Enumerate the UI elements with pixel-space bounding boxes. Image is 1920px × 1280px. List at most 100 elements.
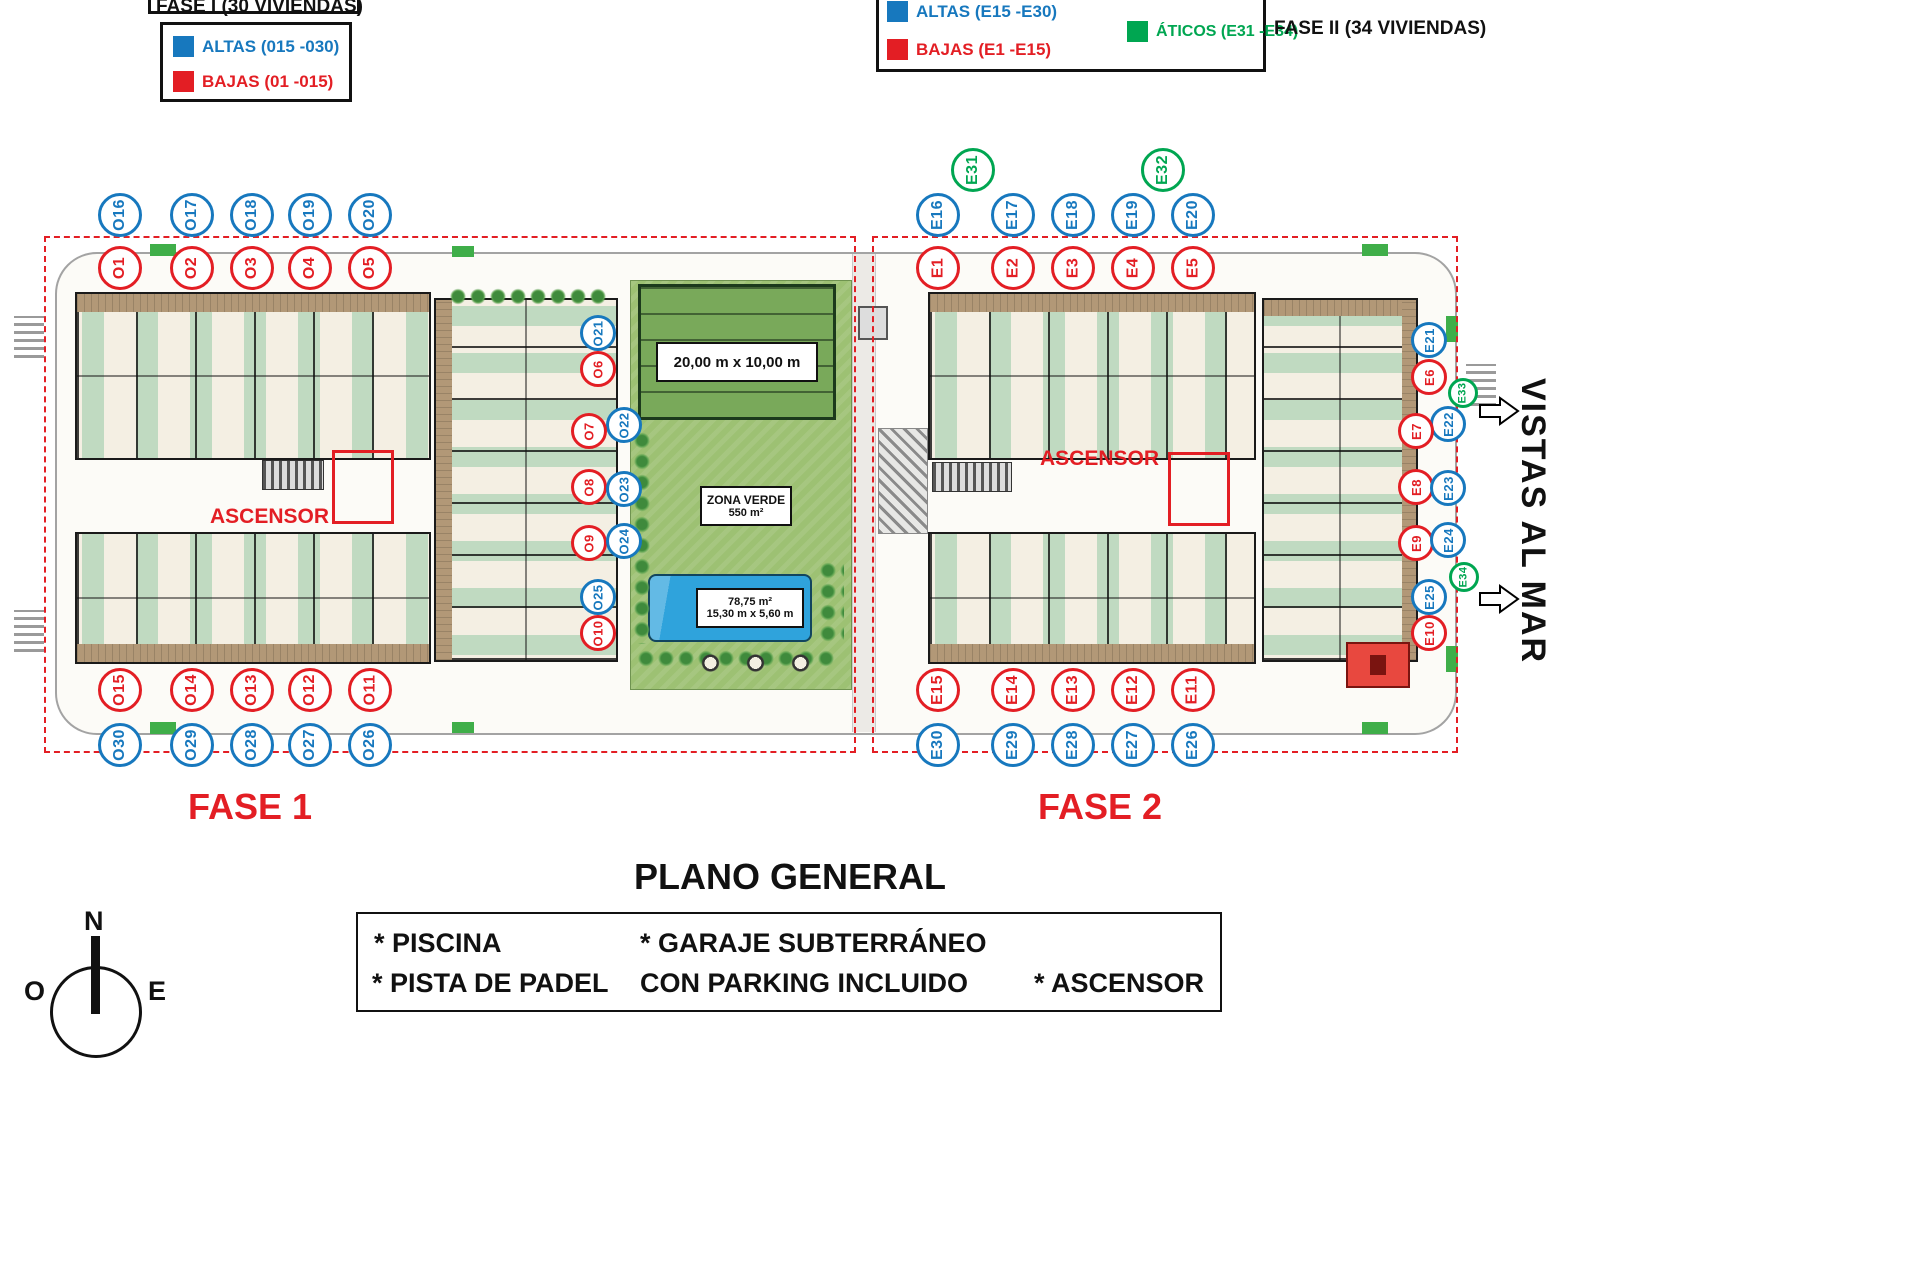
fase1-stairs [262,460,324,490]
padel-dims: 20,00 m x 10,00 m [673,353,801,371]
fase1-east-terrace [436,300,452,660]
unit-marker-e20: E20 [1171,193,1215,237]
vistas-al-mar-label: VISTAS AL MAR [1514,378,1552,665]
fase1-boundary [44,236,856,753]
patio-tables [688,650,823,676]
legend-fase2-bajas-row: BAJAS (E1 -E15) [887,39,1051,60]
amenity-ascensor: * ASCENSOR [1034,968,1205,998]
pool-dims-label: 15,30 m x 5,60 m [706,608,794,620]
pool-label-box: 78,75 m² 15,30 m x 5,60 m [696,588,804,628]
fase2-ascensor-label: ASCENSOR [1040,447,1160,470]
unit-marker-label: E18 [1064,200,1081,230]
green-patch [452,722,474,733]
green-patch [1446,316,1458,342]
legend-fase2-aticos-row: ÁTICOS (E31 -E34) [1127,21,1298,42]
altas2-label: ALTAS (E15 -E30) [916,1,1058,21]
bajas-swatch [173,71,194,92]
fase2-elevator-box [1168,452,1230,526]
unit-marker-o20: O20 [348,193,392,237]
aticos-label: ÁTICOS (E31 -E34) [1156,22,1299,40]
green-patch [1362,244,1388,256]
compass-east: E [148,976,167,1006]
sea-arrow-icon [1479,584,1520,614]
unit-marker-label: E31 [964,155,981,185]
compass-west: O [24,976,46,1006]
green-patch [1362,722,1388,734]
amenity-padel: * PISTA DE PADEL [372,968,609,998]
fase1-label: FASE 1 [188,786,313,827]
zona-verde-label: ZONA VERDE [706,493,786,507]
green-patch [1446,646,1458,672]
pool-area-label: 78,75 m² [727,596,773,608]
unit-marker-o19: O19 [288,193,332,237]
legend-fase1-altas-row: ALTAS (015 -030) [173,36,339,57]
unit-marker-e32: E32 [1141,148,1185,192]
page-title: PLANO GENERAL [633,856,946,897]
fase2-label: FASE 2 [1038,786,1163,827]
green-patch [150,722,176,734]
compass-north: N [84,906,104,936]
fase2-stairs [932,462,1012,492]
fase2-boundary [872,236,1458,753]
sidewalk-hatch [14,610,44,652]
palm-trees [818,560,844,646]
sidewalk-hatch [14,316,44,358]
fase2-building-east [1262,298,1418,662]
amenities-box: * PISCINA * GARAJE SUBTERRÁNEO * PISTA D… [356,912,1222,1012]
padel-dims-box: 20,00 m x 10,00 m [656,342,818,382]
fase2-south-terrace [930,644,1254,662]
unit-marker-e16: E16 [916,193,960,237]
unit-marker-o18: O18 [230,193,274,237]
compass-needle [91,936,100,1014]
unit-marker-o17: O17 [170,193,214,237]
unit-marker-label: E34 [1457,566,1470,588]
fase2-east-terrace-top [1264,300,1416,316]
fase1-building-south [75,532,431,664]
sea-arrow-icon [1479,396,1520,426]
unit-marker-label: E16 [929,200,946,230]
altas-label: ALTAS (015 -030) [202,36,340,56]
tree-row [448,286,610,308]
legend-fase1-title: FASE I (30 VIVIENDAS) [156,0,363,17]
fase1-building-north [75,292,431,460]
zona-verde-area-label: 550 m² [728,507,764,519]
fase1-ascensor-label: ASCENSOR [210,505,330,528]
amenity-piscina: * PISCINA [374,928,502,958]
legend-fase2-altas-row: ALTAS (E15 -E30) [887,1,1057,22]
legend-fase1-box: ALTAS (015 -030) BAJAS (01 -015) [160,22,352,102]
altas2-swatch [887,1,908,22]
transformer-icon [1370,655,1386,675]
unit-marker-label: E32 [1154,155,1171,185]
legend-fase2-box: ALTAS (E15 -E30) BAJAS (E1 -E15) ÁTICOS … [876,0,1298,72]
amenity-parking: CON PARKING INCLUIDO [640,968,968,998]
garage-ramp [878,428,928,534]
unit-marker-label: O18 [243,199,260,231]
unit-marker-label: O17 [183,199,200,231]
legend-fase1-title-box [148,0,360,14]
green-patch [150,244,176,256]
zona-verde-label-box: ZONA VERDE 550 m² [700,486,792,526]
legend-fase1-bajas-row: BAJAS (01 -015) [173,71,333,92]
unit-marker-e18: E18 [1051,193,1095,237]
fase2-north-terrace [930,294,1254,312]
transformer-box [1346,642,1410,688]
fase1-elevator-box [332,450,394,524]
unit-marker-label: E17 [1004,200,1021,230]
unit-marker-label: E20 [1184,200,1201,230]
amenity-garaje: * GARAJE SUBTERRÁNEO [640,928,987,958]
aticos-swatch [1127,21,1148,42]
fase1-south-terrace [77,644,429,662]
unit-marker-label: O16 [111,199,128,231]
unit-marker-e17: E17 [991,193,1035,237]
legend-fase2-title: FASE II (34 VIVIENDAS) [1274,18,1487,39]
fase1-north-terrace [77,294,429,312]
green-patch [452,246,474,257]
bajas-label: BAJAS (01 -015) [202,71,334,91]
bajas2-label: BAJAS (E1 -E15) [916,39,1052,59]
unit-marker-e19: E19 [1111,193,1155,237]
altas-swatch [173,36,194,57]
fase2-building-south [928,532,1256,664]
unit-marker-label: O20 [361,199,378,231]
unit-marker-e31: E31 [951,148,995,192]
